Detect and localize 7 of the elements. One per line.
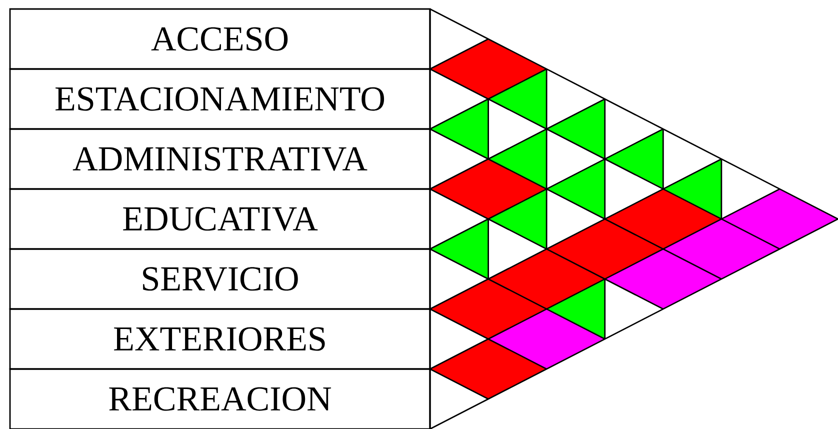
row-label-box: ADMINISTRATIVA xyxy=(9,128,431,190)
row-label-box: ESTACIONAMIENTO xyxy=(9,68,431,130)
row-label-box: SERVICIO xyxy=(9,248,431,310)
row-label-box: ACCESO xyxy=(9,8,431,70)
row-label-box: RECREACION xyxy=(9,368,431,429)
row-label-box: EXTERIORES xyxy=(9,308,431,370)
row-label-box: EDUCATIVA xyxy=(9,188,431,250)
